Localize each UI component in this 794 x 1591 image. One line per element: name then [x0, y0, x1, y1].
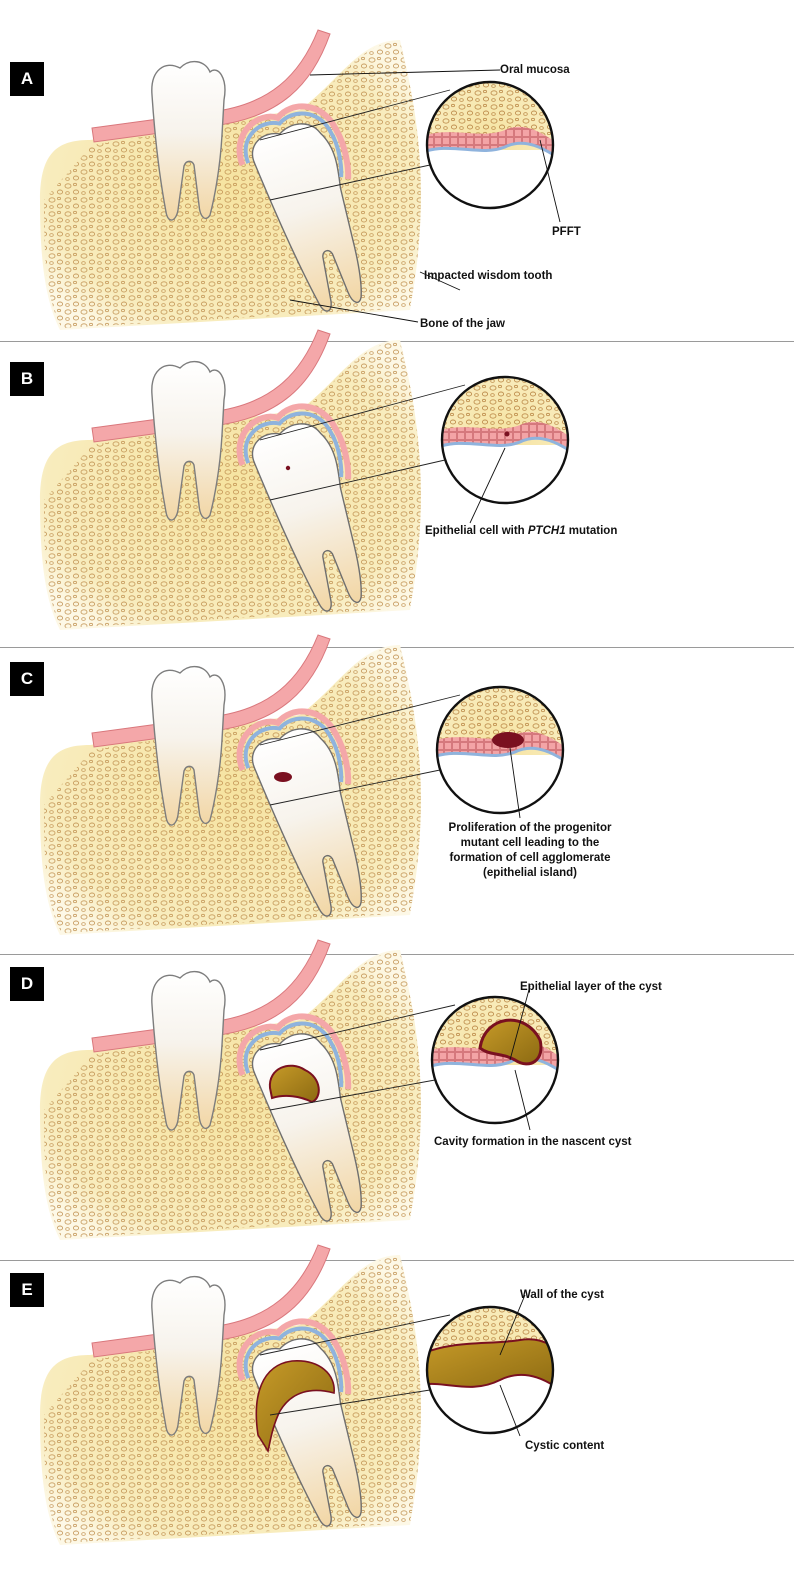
- panel-letter-b: B: [10, 362, 44, 396]
- label-epithelial-layer: Epithelial layer of the cyst: [520, 980, 662, 995]
- panel-letter-d: D: [10, 967, 44, 1001]
- magnified-content: [435, 370, 575, 515]
- magnified-mutant-cell: [505, 432, 510, 437]
- stage-d-illustration: [40, 940, 565, 1240]
- label-proliferation-line4: (epithelial island): [440, 866, 620, 881]
- bone-trabeculae: [44, 647, 421, 933]
- label-cavity-formation: Cavity formation in the nascent cyst: [434, 1135, 631, 1150]
- label-ptch1-gene: PTCH1: [528, 525, 566, 537]
- label-proliferation: Proliferation of the progenitor mutant c…: [440, 821, 620, 881]
- label-proliferation-line1: Proliferation of the progenitor: [440, 821, 620, 836]
- label-ptch1-mutation: Epithelial cell with PTCH1 mutation: [425, 524, 617, 539]
- mutant-cell: [286, 466, 290, 470]
- stage-b-illustration: [40, 330, 575, 630]
- magnified-view: [430, 680, 570, 825]
- magnified-view: [420, 75, 560, 220]
- label-oral-mucosa: Oral mucosa: [500, 63, 570, 78]
- label-pfft: PFFT: [552, 225, 581, 240]
- magnified-view: [435, 370, 575, 515]
- label-cystic-content: Cystic content: [525, 1439, 604, 1454]
- label-proliferation-line3: formation of cell agglomerate: [440, 851, 620, 866]
- magnified-content: [430, 680, 570, 825]
- magnified-view: [425, 990, 565, 1135]
- stage-e-illustration: [40, 1245, 560, 1545]
- label-proliferation-line2: mutant cell leading to the: [440, 836, 620, 851]
- label-ptch1-pre: Epithelial cell with: [425, 525, 528, 537]
- label-impacted-wisdom-tooth: Impacted wisdom tooth: [424, 269, 552, 284]
- label-wall-of-cyst: Wall of the cyst: [520, 1288, 604, 1303]
- stage-c-illustration: [40, 635, 570, 935]
- bone-trabeculae: [44, 342, 421, 628]
- bone-trabeculae: [44, 952, 421, 1238]
- stage-a-illustration: [40, 30, 560, 330]
- magnified-content: [420, 75, 560, 220]
- label-ptch1-post: mutation: [566, 525, 618, 537]
- magnified-island: [492, 732, 524, 748]
- panel-letter-a: A: [10, 62, 44, 96]
- bone-trabeculae: [44, 42, 421, 328]
- epithelial-island: [274, 772, 292, 782]
- magnified-content: [425, 990, 565, 1135]
- panel-letter-e: E: [10, 1273, 44, 1307]
- magnified-content: [420, 1300, 560, 1445]
- magnified-view: [420, 1300, 560, 1445]
- label-bone-of-jaw: Bone of the jaw: [420, 317, 505, 332]
- panel-letter-c: C: [10, 662, 44, 696]
